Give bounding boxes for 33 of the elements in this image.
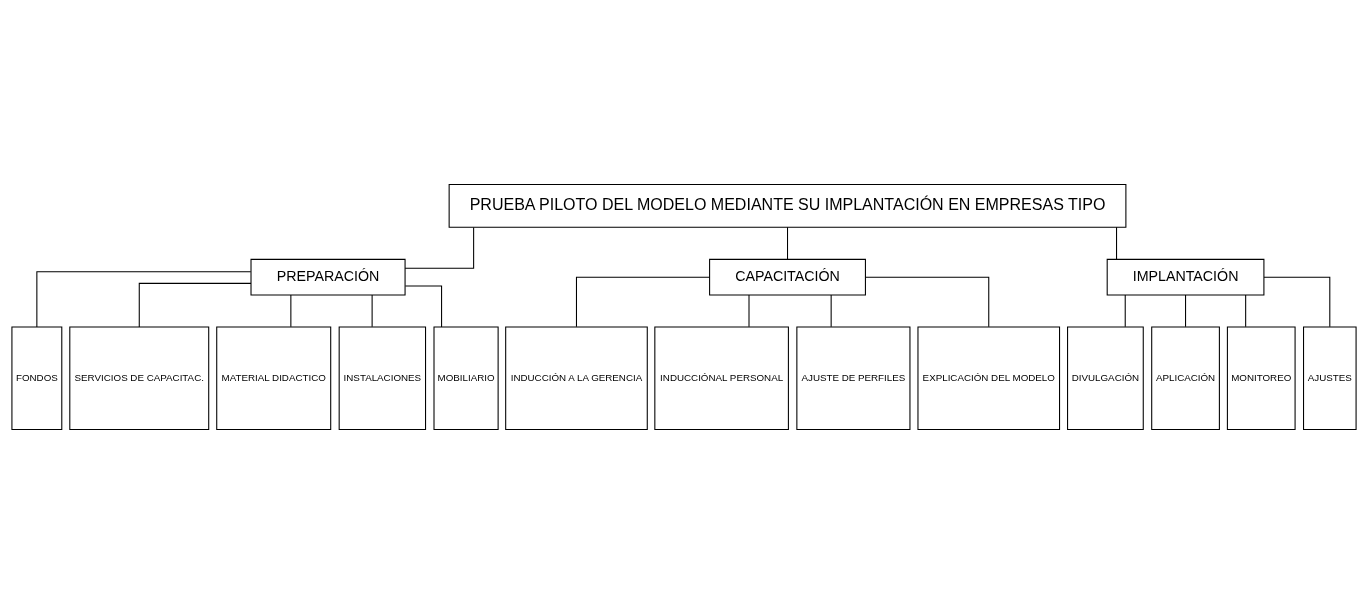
node-box: PRUEBA PILOTO DEL MODELO MEDIANTE SU IMPLANTACIÓN EN EMPRESAS TIPO [448,183,1127,228]
connector [1116,226,1118,260]
node-box: FONDOS [11,326,63,430]
node-box: INSTALACIONES [338,326,427,430]
node-box: DIVULGACIÓN [1067,326,1144,430]
connector [787,226,789,260]
node-box: INDUCCIÓN A LA GERENCIA [505,326,648,430]
node-box: INDUCCIÓNAL PERSONAL [654,326,789,430]
connector [748,293,750,327]
connector [865,276,990,327]
node-box: AJUSTE DE PERFILES [796,326,911,430]
node-box: IMPLANTACIÓN [1106,258,1265,295]
node-box: EXPLICACIÓN DEL MODELO [917,326,1061,430]
connector [1245,293,1247,327]
connector [1185,293,1187,327]
node-box: APLICACIÓN [1151,326,1220,430]
connector [371,293,373,327]
connector [404,226,475,269]
connector [1263,276,1331,327]
connector [36,270,252,327]
connector [290,293,292,327]
node-box: PREPARACIÓN [250,258,406,295]
node-box: SERVICIOS DE CAPACITAC. [69,326,210,430]
node-box: MATERIAL DIDACTICO [216,326,332,430]
node-box: MOBILIARIO [433,326,499,430]
node-box: CAPACITACIÓN [709,258,866,295]
connector [575,276,711,327]
node-box: MONITOREO [1226,326,1296,430]
node-box: AJUSTES [1303,326,1357,430]
connector [138,282,252,327]
connector [830,293,832,327]
connector [404,285,443,328]
connector [1124,293,1126,327]
